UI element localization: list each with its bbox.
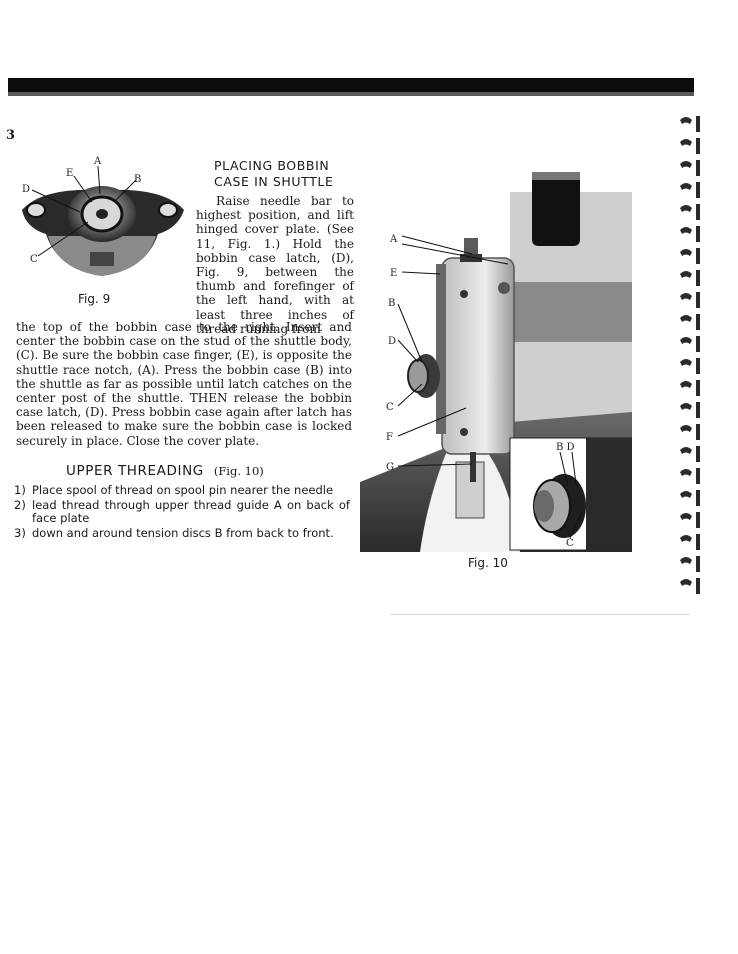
placing-bobbin-body: the top of the bobbin case to the right.… xyxy=(16,320,352,448)
fig10-inset-label-c: C xyxy=(566,538,574,549)
upper-threading-ref: (Fig. 10) xyxy=(213,464,264,478)
fig10-label-a: A xyxy=(389,234,398,245)
list-item: 1) Place spool of thread on spool pin ne… xyxy=(14,483,350,498)
upper-threading-title: UPPER THREADING xyxy=(66,463,204,479)
step-number: 3) xyxy=(14,525,26,540)
placing-bobbin-heading: PLACING BOBBIN CASE IN SHUTTLE xyxy=(214,158,334,190)
fig10-label-d: D xyxy=(388,336,396,347)
fig9-label-c: C xyxy=(30,254,38,265)
step-text: down and around tension discs B from bac… xyxy=(32,525,334,540)
spiral-binding xyxy=(680,116,700,594)
step-number: 1) xyxy=(14,483,26,497)
list-item: 3) down and around tension discs B from … xyxy=(14,525,350,541)
fig10-inset-label-bd: B D xyxy=(556,442,575,453)
fig9-label-b: B xyxy=(134,174,141,185)
fig10-label-f: F xyxy=(386,432,393,443)
figure-9-bobbin-case-photo: A E D B C xyxy=(22,156,184,276)
upper-threading-heading: UPPER THREADING (Fig. 10) xyxy=(66,463,264,479)
step-number: 2) xyxy=(14,497,26,512)
fig9-label-d: D xyxy=(22,184,30,195)
step-text: lead thread through upper thread guide A… xyxy=(32,497,350,525)
placing-bobbin-column-text: Raise needle bar to highest position, an… xyxy=(196,194,354,336)
figure-10-sewing-machine-photo: A E B D C F G B D C xyxy=(360,162,632,552)
placing-bobbin-full-text: the top of the bobbin case to the right.… xyxy=(16,320,352,448)
fig9-label-e: E xyxy=(66,168,73,179)
fig10-label-e: E xyxy=(390,268,397,279)
fig9-label-a: A xyxy=(93,156,102,167)
fig10-label-b: B xyxy=(388,298,395,309)
upper-threading-steps: 1) Place spool of thread on spool pin ne… xyxy=(14,483,350,541)
placing-bobbin-column: Raise needle bar to highest position, an… xyxy=(196,194,354,336)
step-text: Place spool of thread on spool pin neare… xyxy=(32,483,334,497)
figure-10-caption: Fig. 10 xyxy=(468,556,508,570)
fig10-label-c: C xyxy=(386,402,394,413)
placing-bobbin-heading-line2: CASE IN SHUTTLE xyxy=(214,174,334,189)
bottom-shadow-line xyxy=(390,614,690,615)
fig10-label-g: G xyxy=(386,462,394,473)
placing-bobbin-heading-line1: PLACING BOBBIN xyxy=(214,158,330,173)
page-mark: 3 xyxy=(6,128,16,143)
figure-9-caption: Fig. 9 xyxy=(78,292,111,306)
list-item: 2) lead thread through upper thread guid… xyxy=(14,497,350,526)
top-rule xyxy=(8,78,694,92)
top-rule-shadow xyxy=(8,92,694,96)
